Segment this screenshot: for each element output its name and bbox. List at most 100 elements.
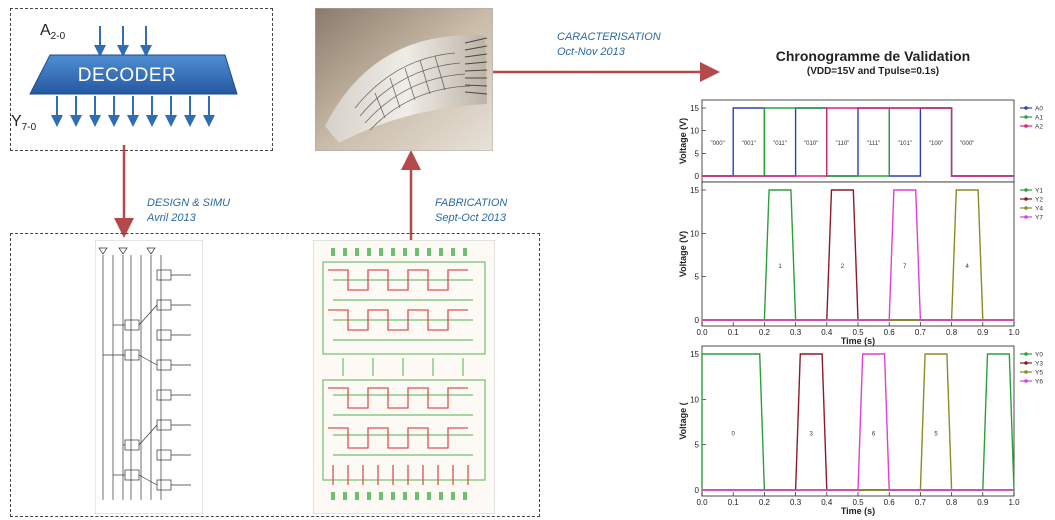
- x-tick-label: 0.2: [759, 328, 771, 337]
- x-tick-label: 0.5: [852, 498, 864, 507]
- legend-marker: [1024, 106, 1028, 110]
- x-tick-label: 0.2: [759, 498, 771, 507]
- chart-subtitle: (VDD=15V and Tpulse=0.1s): [806, 66, 940, 77]
- decoder-label: DECODER: [78, 65, 177, 86]
- x-tick-label: 0.8: [946, 328, 958, 337]
- x-tick-label: 0.9: [977, 498, 989, 507]
- chart-panel-2: 0 5 10 15 0.0 0.1 0.2 0.3 0.4 0.5 0.6 0.7 0.8 0.9 1.0 V…: [678, 345, 1043, 516]
- state-annotation: "110": [835, 141, 849, 147]
- chart-title: Chronogramme de Validation: [775, 48, 971, 64]
- series-line-Y6: [702, 353, 1014, 491]
- stage-design: DESIGN & SIMU Avril 2013: [147, 196, 230, 226]
- state-annotation: "011": [773, 141, 787, 147]
- legend-label: Y0: [1035, 352, 1043, 359]
- pulse-label: 7: [903, 264, 907, 270]
- legend-label: Y3: [1035, 361, 1043, 368]
- pulse-label: 1: [778, 264, 782, 270]
- legend-marker: [1024, 124, 1028, 128]
- state-annotation: "010": [804, 141, 818, 147]
- x-axis-label: Time (s): [841, 506, 875, 516]
- state-annotation: "000": [960, 141, 974, 147]
- pcb-layout: [313, 240, 495, 514]
- pulse-label: 0: [732, 432, 736, 438]
- x-tick-label: 0.4: [821, 328, 833, 337]
- legend-marker: [1024, 352, 1028, 356]
- pulse-label: 4: [966, 264, 970, 270]
- legend-marker: [1024, 370, 1028, 374]
- y-tick-label: 10: [690, 127, 699, 136]
- x-tick-label: 0.7: [915, 498, 927, 507]
- y-tick-label: 5: [695, 273, 700, 282]
- legend-marker: [1024, 115, 1028, 119]
- legend-label: Y5: [1035, 370, 1043, 377]
- decoder-output-label: Y7-0: [11, 113, 37, 133]
- series-line-Y7: [702, 189, 1014, 321]
- x-tick-label: 0.3: [790, 498, 802, 507]
- x-tick-label: 0.0: [696, 498, 708, 507]
- legend-marker: [1024, 361, 1028, 365]
- x-axis-label: Time (s): [841, 336, 875, 346]
- x-tick-label: 0.0: [696, 328, 708, 337]
- y-tick-label: 5: [695, 149, 700, 158]
- legend-marker: [1024, 197, 1028, 201]
- y-tick-label: 15: [690, 186, 699, 195]
- y-tick-label: 0: [695, 316, 700, 325]
- decoder-block: [29, 54, 238, 95]
- y-axis-label: Voltage (V): [678, 118, 688, 164]
- stage-fabrication: FABRICATION Sept-Oct 2013: [435, 196, 507, 226]
- x-tick-label: 0.6: [884, 498, 896, 507]
- pulse-label: 5: [934, 432, 938, 438]
- y-axis-label: Voltage (: [678, 402, 688, 439]
- x-tick-label: 0.6: [884, 328, 896, 337]
- y-tick-label: 0: [695, 486, 700, 495]
- stage-fabrication-date: Sept-Oct 2013: [435, 212, 506, 224]
- legend-marker: [1024, 206, 1028, 210]
- legend-label: Y6: [1035, 379, 1043, 386]
- circuit-schematic: [95, 240, 203, 514]
- stage-characterisation-title: CARACTERISATION: [557, 31, 661, 43]
- legend-marker: [1024, 188, 1028, 192]
- stage-characterisation-date: Oct-Nov 2013: [557, 46, 625, 58]
- state-annotation: "001": [742, 141, 756, 147]
- x-tick-label: 0.3: [790, 328, 802, 337]
- series-line-A2: [702, 107, 1014, 177]
- y-tick-label: 10: [690, 229, 699, 238]
- legend-label: A0: [1035, 106, 1043, 113]
- legend-marker: [1024, 379, 1028, 383]
- legend-label: Y7: [1035, 215, 1043, 222]
- x-tick-label: 0.1: [728, 498, 740, 507]
- pulse-label: 3: [810, 432, 814, 438]
- legend-marker: [1024, 215, 1028, 219]
- state-annotation: "000": [710, 141, 724, 147]
- state-annotation: "100": [929, 141, 943, 147]
- decoder-box: [10, 8, 273, 151]
- stage-fabrication-title: FABRICATION: [435, 197, 508, 209]
- y-tick-label: 10: [690, 395, 699, 404]
- legend-label: A2: [1035, 124, 1043, 131]
- stage-design-title: DESIGN & SIMU: [147, 197, 231, 209]
- pulse-label: 6: [872, 432, 876, 438]
- x-tick-label: 0.5: [852, 328, 864, 337]
- x-tick-label: 1.0: [1008, 328, 1020, 337]
- legend-label: Y2: [1035, 197, 1043, 204]
- x-tick-label: 0.1: [728, 328, 740, 337]
- y-tick-label: 5: [695, 441, 700, 450]
- stage-design-date: Avril 2013: [147, 212, 196, 224]
- state-annotation: "101": [898, 141, 912, 147]
- x-tick-label: 0.4: [821, 498, 833, 507]
- x-tick-label: 1.0: [1008, 498, 1020, 507]
- legend-label: Y4: [1035, 206, 1043, 213]
- x-tick-label: 0.7: [915, 328, 927, 337]
- legend-label: A1: [1035, 115, 1043, 122]
- state-annotation: "111": [867, 141, 880, 147]
- y-tick-label: 15: [690, 350, 699, 359]
- decoder-input-arrows: [94, 26, 152, 57]
- decoder-input-label: A2-0: [40, 22, 66, 42]
- pulse-label: 2: [841, 264, 845, 270]
- y-axis-label: Voltage (V): [678, 231, 688, 277]
- design-box: [10, 233, 540, 517]
- x-tick-label: 0.8: [946, 498, 958, 507]
